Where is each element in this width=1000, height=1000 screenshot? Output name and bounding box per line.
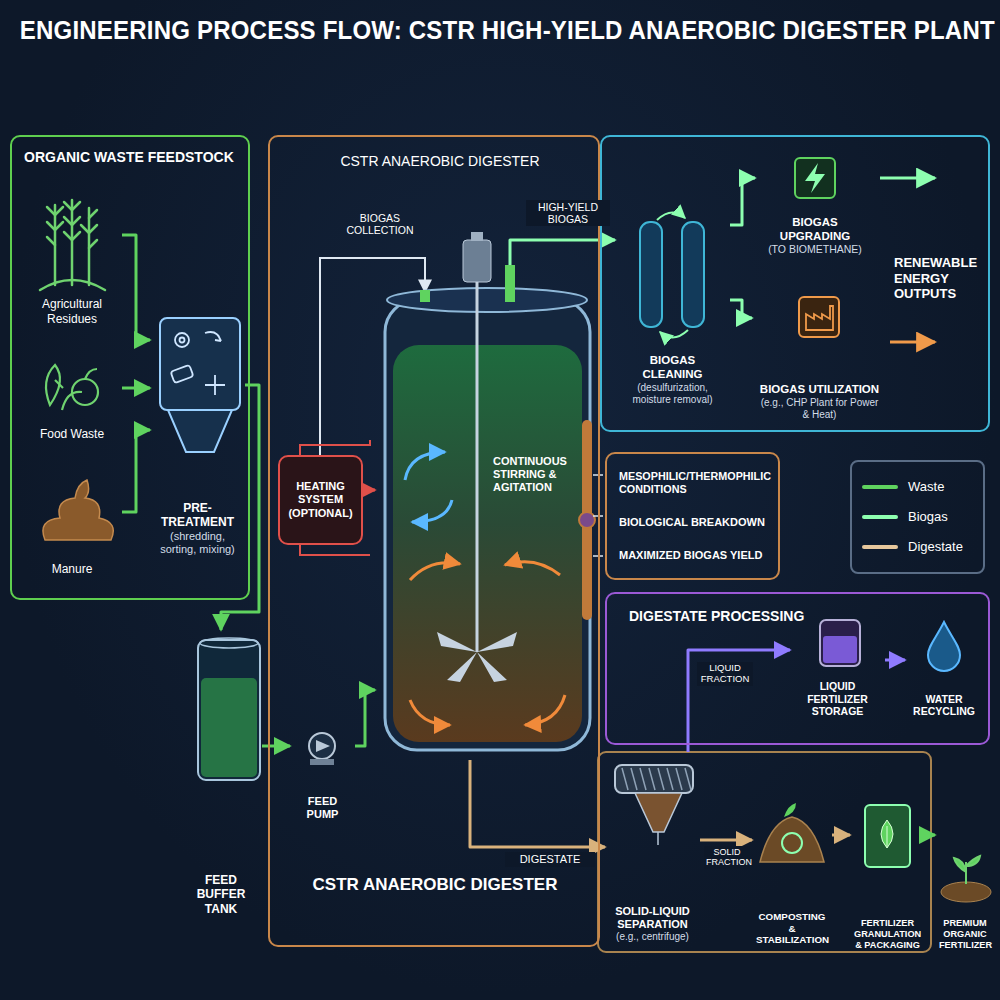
- screw-flight: [622, 768, 628, 790]
- annotation-label: BIOGAS COLLECTION: [338, 212, 422, 236]
- node-subtext: (e.g., CHP Plant for Power & Heat): [756, 397, 883, 421]
- biogas-upgrading: BIOGAS UPGRADING(TO BIOMETHANE): [755, 150, 875, 260]
- energy-panel: RENEWABLE ENERGY OUTPUTSBIOGAS CLEANING(…: [600, 135, 990, 432]
- node-text: RENEWABLE ENERGY OUTPUTS: [894, 255, 982, 302]
- liquid-storage: LIQUID FERTILIZER STORAGE: [790, 612, 885, 722]
- legend-text: Biogas: [908, 509, 948, 525]
- node-subtext: CSTR ANAEROBIC DIGESTER: [300, 875, 570, 895]
- screw-flight: [640, 768, 646, 790]
- screw-flight: [658, 768, 664, 790]
- flow-connector: [700, 839, 752, 842]
- flow-connector: [122, 387, 150, 390]
- flow-connector: [262, 745, 290, 748]
- title-bar: ENGINEERING PROCESS FLOW: CSTR HIGH-YIEL…: [0, 16, 1000, 45]
- node-text: COMPOSTING & STABILIZATION: [756, 911, 828, 946]
- flow-connector: [730, 178, 755, 225]
- legend-swatch: [862, 515, 898, 519]
- screw-flight: [676, 768, 682, 790]
- flow-connector: [730, 300, 752, 318]
- node-text: LIQUID FERTILIZER STORAGE: [794, 680, 881, 718]
- screw-flight: [667, 768, 673, 790]
- node-text: Food Waste: [26, 427, 118, 441]
- screw-flight: [631, 768, 637, 790]
- node-text: CONTINUOUS STIRRING & AGITATION: [493, 455, 588, 495]
- feed-pump: FEED PUMP: [290, 720, 355, 825]
- node-subtext: (desulfurization, moisture removal): [619, 382, 726, 406]
- flow-connector: [832, 834, 850, 837]
- node-text: BIOGAS UPGRADING: [759, 216, 871, 244]
- node-text: BIOGAS UTILIZATION: [756, 383, 883, 397]
- edge-label: DIGESTATE: [505, 852, 595, 867]
- legend-row: Digestate: [862, 532, 973, 562]
- flow-connector: [925, 834, 935, 837]
- flow-connector: [122, 430, 150, 512]
- node-text: FERTILIZER GRANULATION & PACKAGING: [854, 918, 921, 951]
- legend-row: Biogas: [862, 502, 973, 532]
- biogas-cleaning: BIOGAS CLEANING(desulfurization, moistur…: [615, 215, 730, 410]
- digester-panel: CSTR ANAEROBIC DIGESTER CSTR ANAEROBIC DI…: [268, 135, 600, 947]
- separator: SOLID-LIQUID SEPARATION(e.g., centrifuge…: [605, 752, 700, 947]
- legend-swatch: [862, 545, 898, 549]
- node-text: PRE-TREATMENT: [154, 501, 241, 530]
- heating-system: HEATING SYSTEM (OPTIONAL): [278, 455, 363, 545]
- edge-label: HIGH-YIELD BIOGAS: [526, 200, 610, 226]
- node-text: Manure: [26, 562, 118, 576]
- node-subtext: MAXIMIZED BIOGAS YIELD: [619, 549, 770, 562]
- legend-row: Waste: [862, 472, 973, 502]
- feed-buffer-tank: FEED BUFFER TANK: [180, 630, 262, 920]
- legend-text: Digestate: [908, 539, 963, 555]
- node-subtext: (shredding, sorting, mixing): [154, 530, 241, 556]
- feedstock-item: Food Waste: [22, 340, 122, 445]
- diagram-title: ENGINEERING PROCESS FLOW: CSTR HIGH-YIEL…: [20, 16, 995, 45]
- node-text: CSTR ANAEROBIC DIGESTER: [340, 153, 540, 170]
- legend-text: Waste: [908, 479, 944, 495]
- node-subtext: BIOLOGICAL BREAKDOWN: [619, 516, 770, 529]
- composting: COMPOSTING & STABILIZATION: [752, 795, 832, 950]
- granulation: FERTILIZER GRANULATION & PACKAGING: [850, 795, 925, 955]
- node-text: FEED BUFFER TANK: [184, 873, 258, 916]
- flow-connector: [688, 650, 790, 752]
- screw-flight: [685, 768, 691, 790]
- flow-connector: [885, 659, 905, 662]
- conditions-callout: MESOPHILIC/THERMOPHILIC CONDITIONS BIOLOG…: [605, 452, 780, 580]
- feedstock-panel: ORGANIC WASTE FEEDSTOCK Agricultural Resi…: [10, 135, 250, 600]
- node-text: BIOGAS CLEANING: [619, 354, 726, 382]
- node-text: ORGANIC WASTE FEEDSTOCK: [24, 149, 236, 166]
- node-text: DIGESTATE PROCESSING: [629, 608, 849, 625]
- premium-fertilizer: PREMIUM ORGANIC FERTILIZER: [935, 790, 995, 955]
- digestate-panel: DIGESTATE PROCESSING LIQUID FERTILIZER ST…: [605, 592, 990, 745]
- edge-label: SOLID FRACTION: [704, 846, 750, 869]
- legend-box: WasteBiogasDigestate: [850, 460, 985, 574]
- digester-vessel: CONTINUOUS STIRRING & AGITATION: [375, 265, 595, 760]
- node-subtext: (e.g., centrifuge): [609, 931, 696, 943]
- flow-connector: [470, 760, 605, 847]
- node-subtext: (TO BIOMETHANE): [759, 243, 871, 256]
- flow-connector: [363, 489, 375, 492]
- pretreatment-unit: PRE-TREATMENT(shredding, sorting, mixing…: [150, 305, 245, 560]
- node-text: SOLID-LIQUID SEPARATION: [609, 905, 696, 931]
- feedstock-item: Agricultural Residues: [22, 180, 122, 330]
- screw-flight: [649, 768, 655, 790]
- water-recycling: WATER RECYCLING: [905, 612, 983, 722]
- feedstock-item: Manure: [22, 470, 122, 580]
- flow-connector: [221, 385, 259, 630]
- biogas-utilization: BIOGAS UTILIZATION(e.g., CHP Plant for P…: [752, 290, 887, 425]
- node-text: Agricultural Residues: [26, 297, 118, 326]
- legend-swatch: [862, 485, 898, 489]
- node-text: HEATING SYSTEM (OPTIONAL): [284, 480, 357, 520]
- flow-connector: [122, 235, 150, 340]
- edge-label: LIQUID FRACTION: [697, 662, 753, 686]
- node-text: PREMIUM ORGANIC FERTILIZER: [939, 918, 991, 951]
- node-text: FEED PUMP: [294, 795, 351, 821]
- node-text: MESOPHILIC/THERMOPHILIC CONDITIONS: [619, 470, 770, 496]
- node-text: WATER RECYCLING: [909, 693, 979, 718]
- flow-connector: [355, 690, 375, 746]
